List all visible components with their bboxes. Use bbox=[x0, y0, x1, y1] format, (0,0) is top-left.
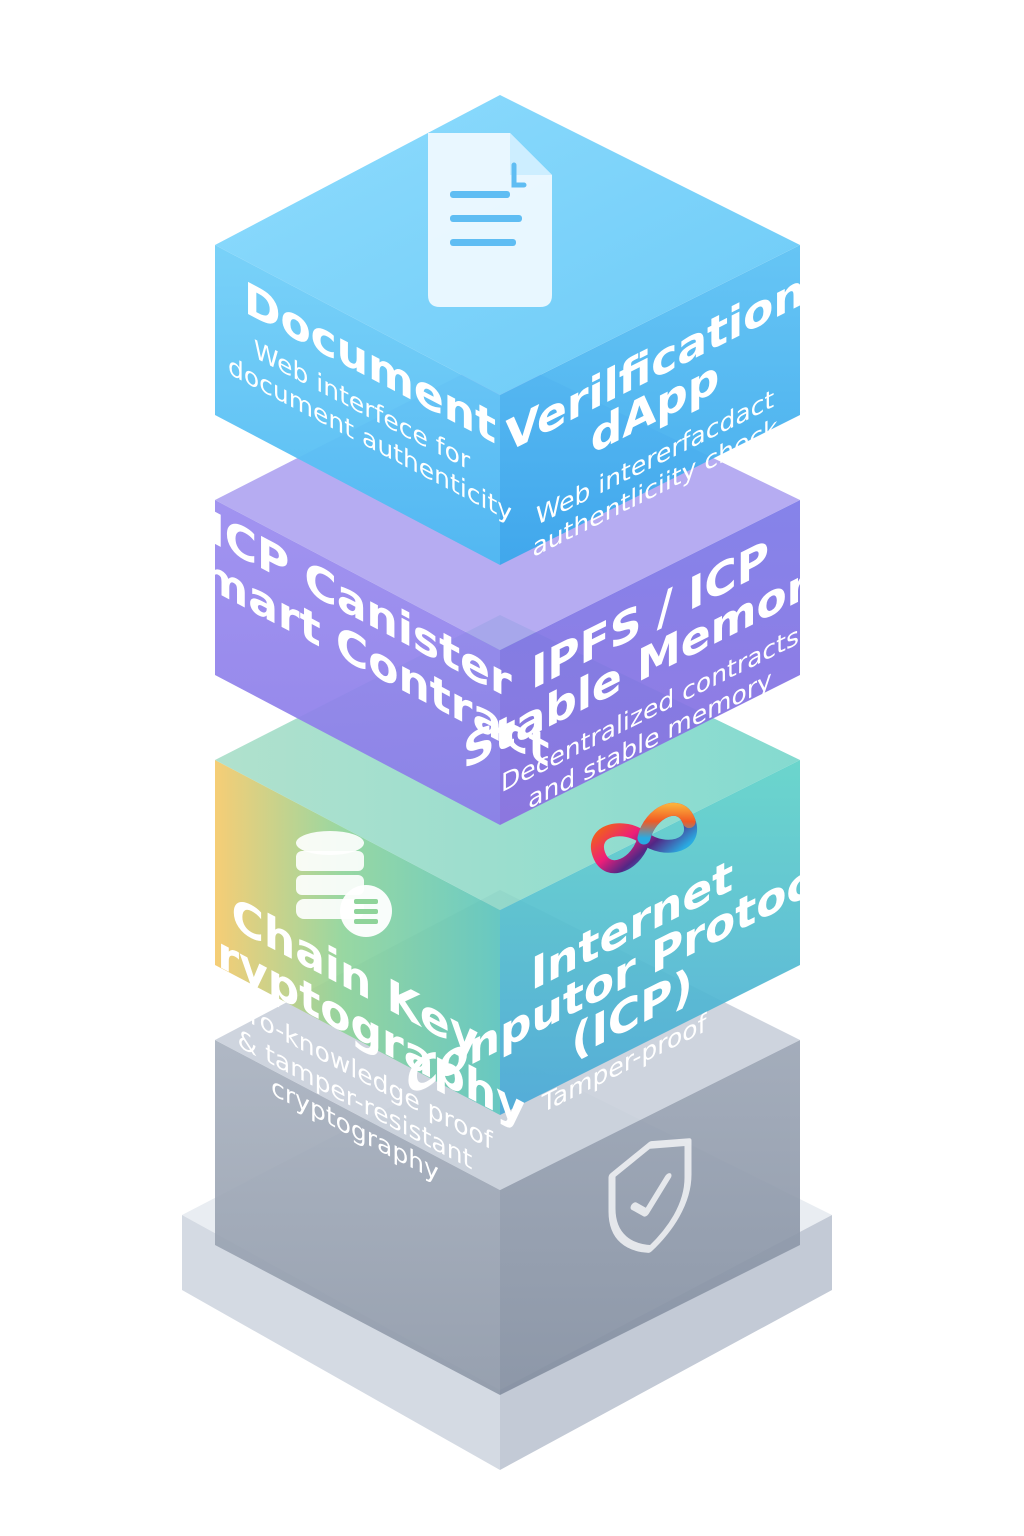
security-left-face bbox=[215, 1040, 500, 1395]
security-right-face bbox=[500, 1040, 800, 1395]
base-left-face bbox=[182, 1215, 500, 1470]
icp-left-face bbox=[215, 760, 500, 1115]
dapp-left-face bbox=[215, 245, 500, 565]
layer-dapp bbox=[215, 95, 800, 565]
canister-right-face bbox=[500, 500, 800, 825]
icp-right-face bbox=[500, 760, 800, 1115]
document-icon bbox=[428, 133, 552, 307]
icp-infinity-logo bbox=[590, 802, 698, 874]
shield-check-icon bbox=[608, 1138, 692, 1253]
base-right-face bbox=[500, 1215, 832, 1470]
canister-left-face bbox=[215, 500, 500, 825]
database-icon bbox=[296, 831, 392, 937]
dapp-right-face bbox=[500, 245, 800, 565]
